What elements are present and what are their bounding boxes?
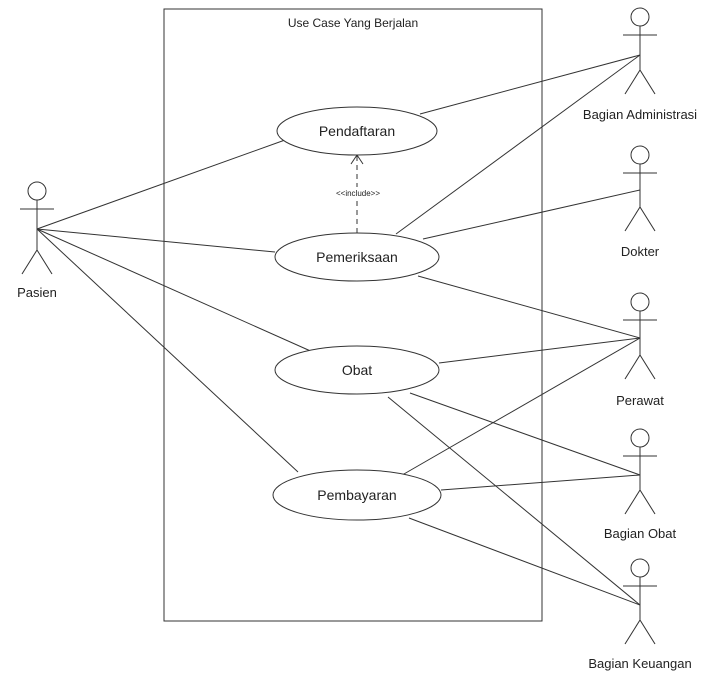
assoc-dokter-pemeriksaan (422, 189, 641, 240)
assoc-perawat-pembayaran (396, 337, 641, 479)
actor-dokter[interactable]: Dokter (621, 145, 660, 259)
actor-bagian-keuangan[interactable]: Bagian Keuangan (588, 558, 692, 671)
use-case-obat-label: Obat (342, 362, 372, 378)
actor-bagian-administrasi[interactable]: Bagian Administrasi (583, 7, 697, 122)
use-case-pembayaran-shape (272, 469, 442, 521)
use-case-pendaftaran[interactable]: Pendaftaran (276, 106, 438, 156)
assoc-pasien-pendaftaran (36, 139, 286, 230)
use-case-pemeriksaan-shape (274, 232, 440, 282)
use-case-pembayaran-label: Pembayaran (317, 487, 396, 503)
assoc-pasien-pemeriksaan (36, 228, 276, 253)
use-case-pendaftaran-label: Pendaftaran (319, 123, 395, 139)
system-title: Use Case Yang Berjalan (288, 16, 418, 30)
assoc-pasien-obat (36, 228, 316, 354)
association-lines (36, 54, 641, 606)
include-dependency: <<include>> (328, 154, 388, 233)
include-label: <<include>> (336, 189, 380, 198)
use-case-obat-shape (274, 345, 440, 395)
use-case-pembayaran[interactable]: Pembayaran (272, 469, 442, 521)
use-case-pendaftaran-shape (276, 106, 438, 156)
actor-pasien[interactable]: Pasien (17, 181, 57, 300)
stick-figure-icon (20, 181, 54, 275)
assoc-keuangan-pembayaran (408, 517, 641, 606)
actor-perawat-label: Perawat (616, 393, 664, 408)
assoc-bagian-obat-obat (409, 392, 641, 476)
stick-figure-icon (623, 7, 657, 95)
actor-bagian-keuangan-label: Bagian Keuangan (588, 656, 691, 671)
actor-pasien-label: Pasien (17, 285, 57, 300)
use-case-pemeriksaan-label: Pemeriksaan (316, 249, 398, 265)
stick-figure-icon (623, 292, 657, 380)
use-case-pemeriksaan[interactable]: Pemeriksaan (274, 232, 440, 282)
include-label-bg (328, 187, 388, 199)
assoc-keuangan-obat (387, 396, 641, 606)
assoc-perawat-obat (438, 337, 641, 364)
assoc-admin-pendaftaran (419, 54, 641, 115)
stick-figure-icon (623, 428, 657, 515)
actor-perawat[interactable]: Perawat (616, 292, 664, 408)
stick-figure-icon (623, 558, 657, 645)
actor-bagian-obat[interactable]: Bagian Obat (604, 428, 677, 541)
system-boundary (163, 8, 543, 622)
actor-bagian-obat-label: Bagian Obat (604, 526, 677, 541)
assoc-pasien-pembayaran (36, 228, 299, 473)
use-case-obat[interactable]: Obat (274, 345, 440, 395)
assoc-bagian-obat-pembayaran (440, 474, 641, 491)
actor-bagian-administrasi-label: Bagian Administrasi (583, 107, 697, 122)
assoc-perawat-pemeriksaan (417, 275, 641, 339)
assoc-admin-pemeriksaan (395, 54, 641, 235)
stick-figure-icon (623, 145, 657, 232)
actor-dokter-label: Dokter (621, 244, 660, 259)
